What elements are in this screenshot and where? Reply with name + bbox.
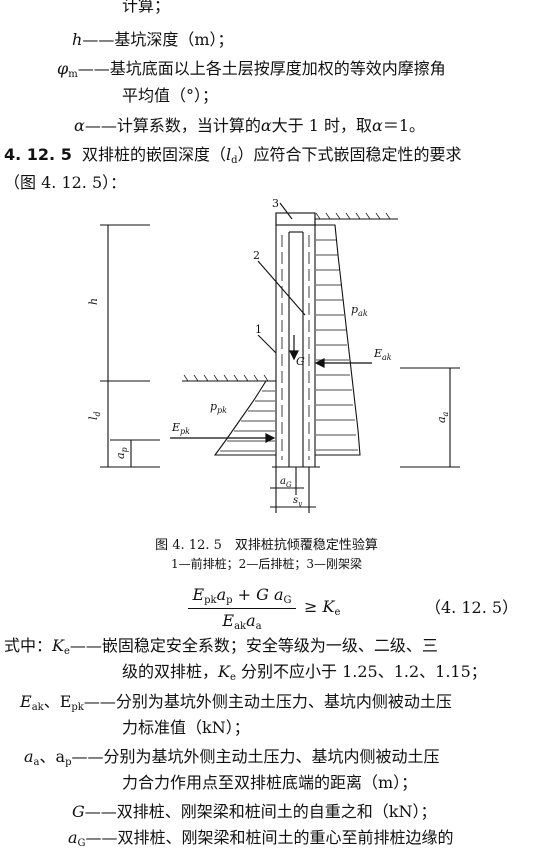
symbol-alpha: α (74, 116, 85, 135)
figure-caption: 图 4. 12. 5 双排桩抗倾覆稳定性验算 (155, 538, 378, 553)
label-pak: pak (351, 303, 368, 318)
label-G: G (296, 355, 305, 368)
formula-fraction-bar (188, 608, 296, 609)
label-ld: ld (87, 411, 102, 420)
definition-h: h——基坑深度（m）； (72, 30, 234, 50)
definition-phi: φm——基坑底面以上各土层按厚度加权的等效内摩擦角 (57, 59, 446, 80)
definition-e: Eak、Epk——分别为基坑外侧主动土压力、基坑内侧被动土压 (20, 692, 452, 713)
definition-phi-text: 基坑底面以上各土层按厚度加权的等效内摩擦角 (109, 59, 446, 78)
text-line-continuation: 计算； (122, 0, 171, 15)
figure-double-row-pile: 3 2 1 G h ld ap aa pak Eak ppk Epk aG sy (87, 197, 460, 513)
formula-numerator: Epkap + G aG (192, 585, 292, 606)
symbol-h: h (72, 30, 83, 49)
label-1: 1 (255, 323, 262, 336)
formula-number: （4. 12. 5） (425, 598, 519, 617)
label-ppk: ppk (210, 400, 227, 415)
definition-ke: 式中：Ke——嵌固稳定安全系数；安全等级为一级、二级、三 (4, 636, 438, 657)
definition-ke-cont: 级的双排桩，Ke 分别不应小于 1.25、1.2、1.15； (122, 662, 487, 683)
dash: —— (84, 116, 117, 135)
definition-h-text: 基坑深度（m）； (114, 30, 234, 49)
label-h: h (87, 298, 100, 305)
figure-legend: 1—前排桩；2—后排桩；3—刚架梁 (171, 557, 362, 571)
definition-ag: aG——双排桩、刚架梁和桩间土的重心至前排桩边缘的 (68, 828, 454, 849)
active-pressure-diagram (315, 224, 361, 456)
rigid-beam (275, 212, 316, 226)
section-number: 4. 12. 5 (4, 145, 72, 164)
symbol-phi: φ (57, 59, 69, 78)
definition-a-cont: 力合力作用点至双排桩底端的距离（m）； (122, 773, 418, 792)
label-aa: aa (435, 411, 450, 423)
formula-rhs: ≥ Ke (304, 597, 341, 618)
dash: —— (82, 30, 115, 49)
formula: Epkap + G aG Eakaa ≥ Ke (186, 585, 346, 633)
passive-pressure-diagram (213, 380, 276, 456)
label-ag: aG (280, 476, 292, 489)
label-2: 2 (253, 249, 260, 262)
definition-e-cont: 力标准值（kN）； (122, 718, 250, 737)
formula-denominator: Eakaa (222, 611, 262, 632)
definition-a: aa、ap——分别为基坑外侧主动土压力、基坑内侧被动土压 (24, 747, 440, 768)
label-ap: ap (114, 447, 129, 459)
definition-g: G——双排桩、刚架梁和桩间土的自重之和（kN）； (72, 802, 437, 821)
definition-alpha: α——计算系数，当计算的α大于 1 时，取α＝1。 (74, 116, 425, 135)
section-paragraph: 4. 12. 5 双排桩的嵌固深度（ld）应符合下式嵌固稳定性的要求 (4, 145, 462, 166)
label-epk: Epk (171, 421, 190, 436)
definition-phi-cont: 平均值（°）； (122, 86, 219, 105)
label-eak: Eak (373, 347, 392, 362)
label-3: 3 (272, 197, 279, 210)
dash: —— (77, 59, 110, 78)
section-paragraph-cont: （图 4. 12. 5）： (4, 173, 127, 192)
label-sy: sy (293, 495, 303, 508)
